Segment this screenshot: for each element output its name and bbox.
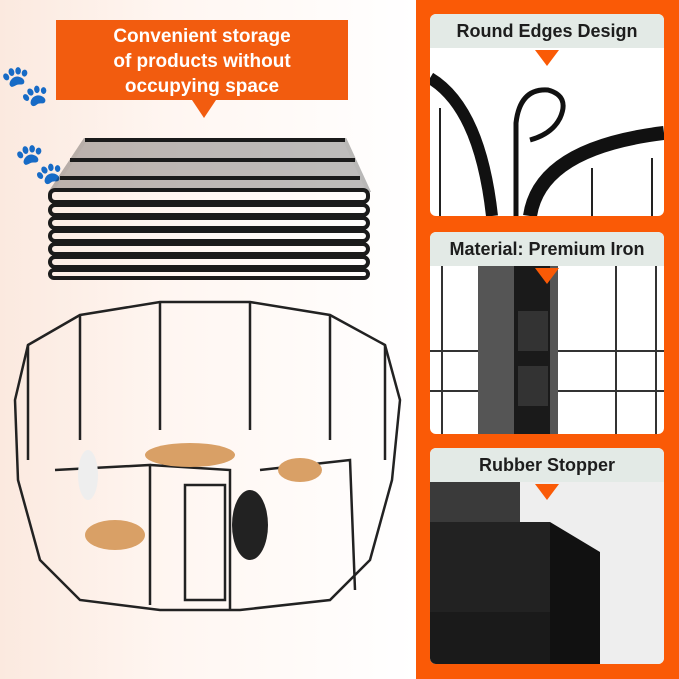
feature-round-edges: Round Edges Design (430, 14, 664, 216)
storage-banner: Convenient storage of products without o… (56, 20, 348, 118)
dogs (78, 443, 322, 560)
feature-label: Rubber Stopper (430, 448, 664, 482)
paw-print-icon: 🐾 (0, 64, 50, 108)
pointer-arrow-icon (535, 484, 559, 500)
stacked-panels (48, 138, 372, 280)
hinge-icon (430, 266, 664, 434)
features-column: Round Edges Design Material: Premium Iro… (416, 0, 679, 679)
paw-print-icon: 🐾 (14, 142, 64, 186)
feature-label: Material: Premium Iron (430, 232, 664, 266)
banner-line: of products without (113, 51, 291, 72)
storage-and-playpen-section: 🐾 🐾 Convenient storage of products witho… (0, 0, 416, 679)
pointer-arrow-icon (535, 268, 559, 284)
banner-line: occupying space (124, 76, 280, 97)
playpen (13, 300, 402, 612)
hook-icon (430, 72, 664, 216)
banner-line: Convenient storage (113, 26, 291, 47)
feature-premium-iron: Material: Premium Iron (430, 232, 664, 434)
playpen-illustration (13, 138, 402, 612)
pointer-arrow-icon (535, 50, 559, 66)
feature-rubber-stopper: Rubber Stopper (430, 448, 664, 664)
feature-label: Round Edges Design (430, 14, 664, 48)
stopper-icon (430, 482, 664, 664)
